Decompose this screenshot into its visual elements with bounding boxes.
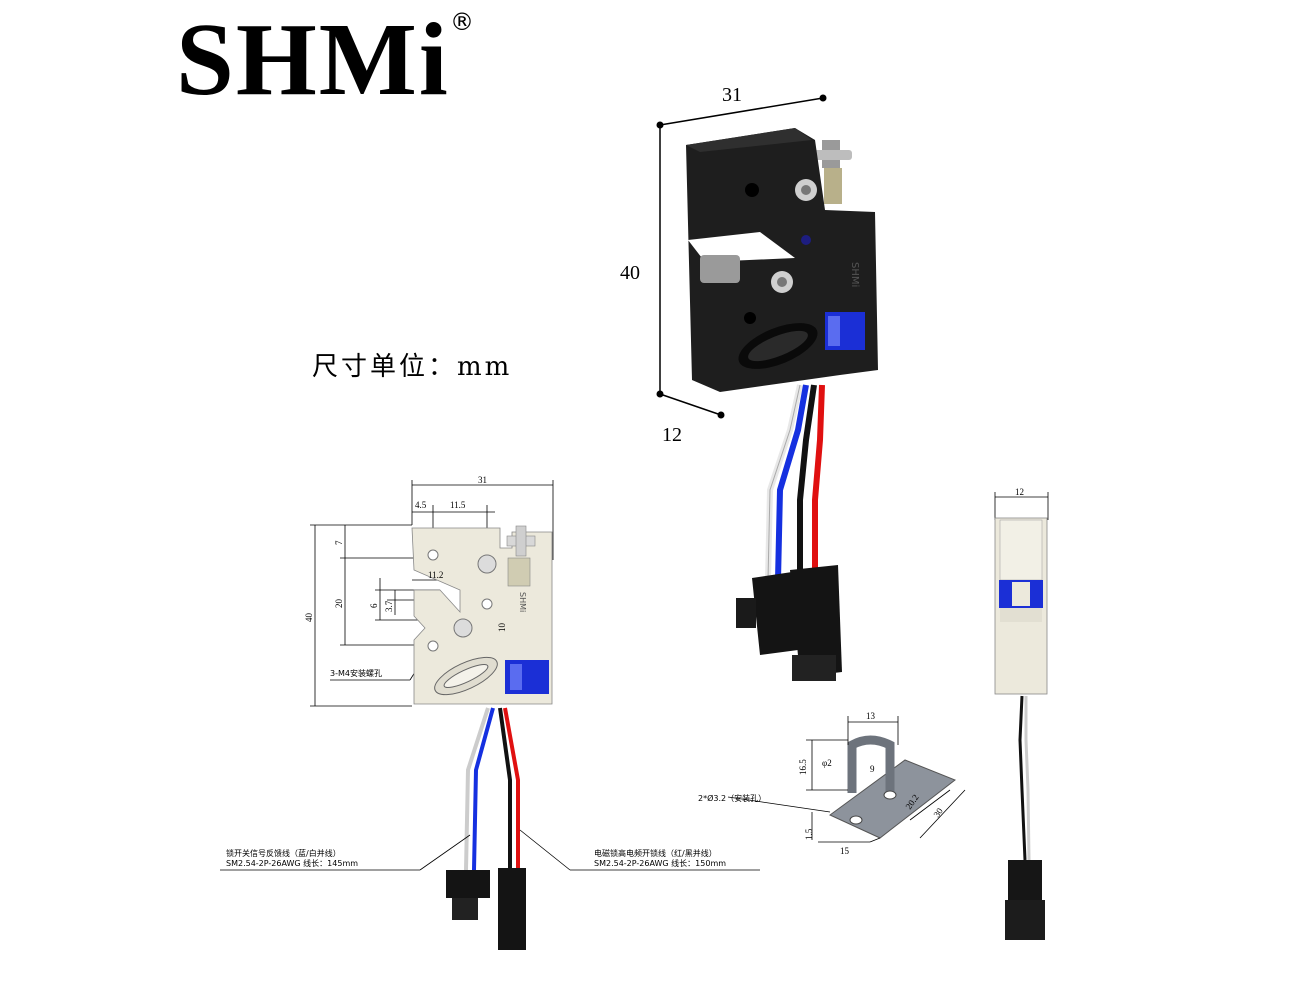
front-wires — [446, 707, 526, 950]
front-dim-31: 31 — [478, 475, 487, 485]
bracket-dim-15: 15 — [840, 846, 850, 856]
svg-text:SHMi: SHMi — [849, 262, 860, 287]
front-wire-callouts — [220, 829, 760, 871]
front-dim-11-5: 11.5 — [450, 500, 466, 510]
front-dim-7: 7 — [334, 540, 344, 545]
photo-dimension-lines — [656, 94, 827, 419]
front-dim-40: 40 — [304, 613, 314, 623]
bracket-dim-1-5: 1.5 — [804, 828, 814, 840]
registered-mark: ® — [450, 8, 474, 36]
front-dim-3-7: 3.7 — [384, 600, 394, 612]
right-wire-label-2: SM2.54-2P-26AWG 线长：150mm — [594, 858, 726, 868]
bracket-dim-phi2: φ2 — [822, 758, 832, 768]
left-wire-label-1: 锁开关信号反馈线（蓝/白并线） — [226, 848, 341, 858]
front-dim-10: 10 — [497, 623, 507, 633]
bracket-drawing — [727, 716, 966, 843]
front-dim-6: 6 — [369, 603, 379, 608]
side-view — [994, 492, 1049, 940]
bracket-dim-30: 30 — [931, 806, 945, 820]
front-lock-body — [411, 525, 553, 705]
photo-dim-height: 40 — [620, 262, 640, 284]
front-dim-20: 20 — [334, 599, 344, 609]
bracket-dim-9: 9 — [870, 764, 875, 774]
bracket-holes-label: 2*Ø3.2（安装孔） — [698, 793, 766, 803]
front-dim-4-5: 4.5 — [415, 500, 427, 510]
brand-logo: SHMi — [176, 2, 450, 117]
bracket-dim-16-5: 16.5 — [798, 759, 808, 775]
right-wire-label-1: 电磁锁高电频开锁线（红/黑并线） — [594, 848, 717, 858]
photo-dim-depth: 12 — [662, 424, 682, 446]
photo-wires — [765, 384, 825, 581]
front-dim-11-2: 11.2 — [428, 570, 443, 580]
mount-holes-label: 3-M4安装螺孔 — [330, 668, 382, 678]
bracket-dim-13: 13 — [866, 711, 876, 721]
left-wire-label-2: SM2.54-2P-26AWG 线长：145mm — [226, 858, 358, 868]
side-dim-12: 12 — [1015, 487, 1024, 497]
photo-connectors — [736, 565, 842, 681]
photo-lock-body: SHMi — [686, 128, 878, 392]
photo-dim-width: 31 — [722, 84, 742, 106]
front-body-mark: SHMi — [518, 592, 527, 612]
units-label: 尺寸单位：mm — [312, 352, 513, 382]
